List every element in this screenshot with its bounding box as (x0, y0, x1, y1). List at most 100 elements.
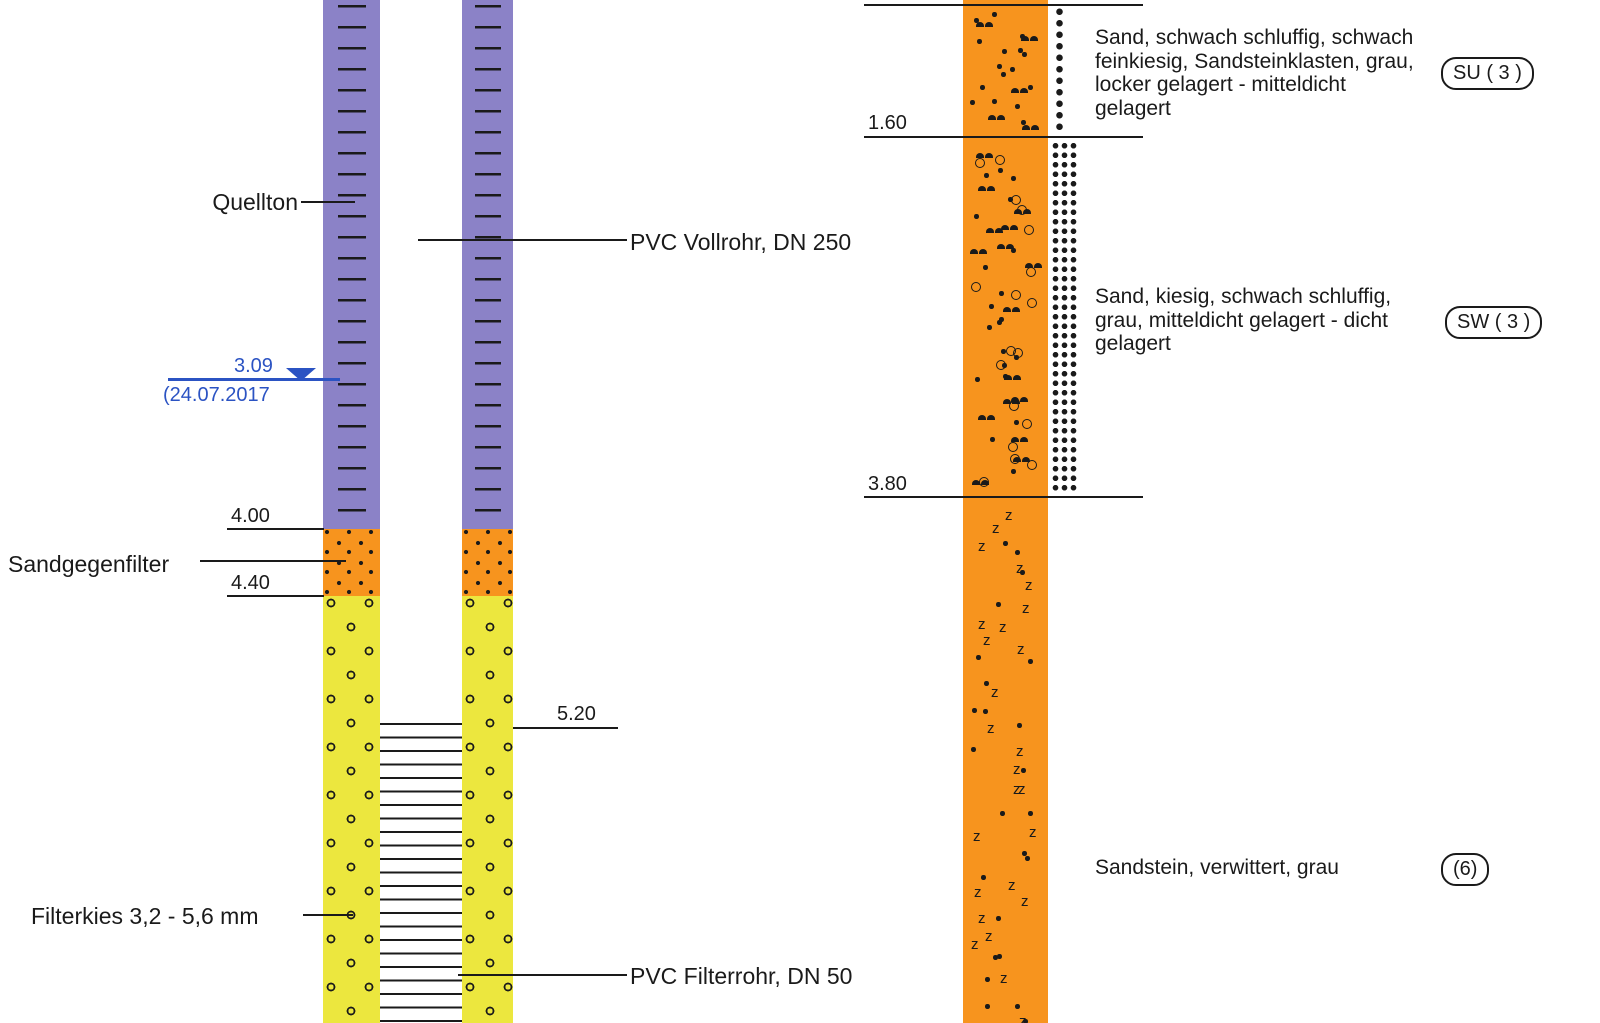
geology-symbol-dot (1001, 349, 1006, 354)
geology-symbol-dot (997, 64, 1002, 69)
sand-filter-band-right (462, 529, 513, 596)
layer-2-badge: SW ( 3 ) (1445, 306, 1543, 339)
depth-line-4-00 (227, 528, 324, 530)
filter-gravel-column-left (323, 596, 380, 1023)
geology-symbol-ring (1027, 460, 1037, 470)
geology-symbol-z: z (1025, 577, 1033, 594)
geology-symbol-dot (1008, 197, 1013, 202)
geology-symbol-ring (1022, 419, 1032, 429)
geology-symbol-dot (1011, 176, 1016, 181)
seal-column-left (323, 0, 380, 529)
geology-symbol-dot (1020, 570, 1025, 575)
leader-quellton (301, 201, 355, 203)
geology-symbol-dot (992, 12, 997, 17)
geology-symbol-z: z (978, 538, 986, 555)
depth-label-4-00: 4.00 (231, 505, 270, 527)
geology-symbol-dot (1015, 104, 1020, 109)
geology-symbol-ring (971, 282, 981, 292)
layer-3-description: Sandstein, verwittert, grau (1095, 856, 1339, 879)
geology-symbol-dot (975, 377, 980, 382)
geology-symbol-z: z (1013, 761, 1021, 778)
label-filterkies: Filterkies 3,2 - 5,6 mm (31, 903, 259, 929)
geology-symbol-dot (999, 317, 1004, 322)
geology-symbol-hump (1011, 88, 1028, 93)
geology-symbol-hump (976, 22, 993, 27)
seal-dash-pattern (337, 5, 366, 524)
geology-symbol-dot (1028, 659, 1033, 664)
geology-symbol-dot (1000, 811, 1005, 816)
filter-gravel-column-right (462, 596, 513, 1023)
geology-symbol-dot (1018, 48, 1023, 53)
geology-symbol-dot (992, 99, 997, 104)
geology-symbol-dot (996, 916, 1001, 921)
geology-symbol-dot (977, 39, 982, 44)
geology-symbol-ring (1011, 195, 1021, 205)
geology-symbol-z: z (974, 884, 982, 901)
geology-symbol-dot (1002, 49, 1007, 54)
geology-symbol-hump (1021, 36, 1038, 41)
geology-symbol-hump (978, 415, 995, 420)
geology-symbol-dot (974, 214, 979, 219)
geology-symbol-z: z (971, 936, 979, 953)
geology-symbol-z: z (991, 684, 999, 701)
water-level-value: 3.09 (234, 355, 273, 377)
leader-sandgegenfilter (200, 560, 346, 562)
geology-symbol-z: z (1017, 641, 1025, 658)
geology-symbol-ring (1009, 401, 1019, 411)
geology-symbol-dot (1014, 355, 1019, 360)
geology-symbol-dot (1021, 120, 1026, 125)
geology-symbol-z: z (992, 520, 1000, 537)
geology-symbol-hump (1011, 437, 1028, 442)
geology-symbol-z: z (1021, 893, 1029, 910)
geology-symbol-ring (995, 155, 1005, 165)
geology-symbol-ring (975, 158, 985, 168)
layer-boundary-1-60 (864, 136, 1143, 138)
geology-symbol-hump (1022, 125, 1039, 130)
geology-symbol-z: z (983, 632, 991, 649)
geology-symbol-hump (976, 153, 993, 158)
layer-1-badge: SU ( 3 ) (1441, 57, 1534, 90)
geology-symbol-dot (1021, 768, 1026, 773)
geology-symbol-z: z (1008, 877, 1016, 894)
label-quellton: Quellton (212, 189, 298, 215)
geology-symbol-ring (1026, 267, 1036, 277)
geology-symbol-hump (970, 249, 987, 254)
geology-symbol-hump (1001, 225, 1018, 230)
geology-symbol-z: z (973, 828, 981, 845)
geology-symbol-dot (1003, 541, 1008, 546)
geology-symbol-dot (987, 325, 992, 330)
geology-symbol-z: z (1022, 600, 1030, 617)
geology-symbol-z: z (999, 619, 1007, 636)
geology-symbol-ring (1017, 205, 1027, 215)
geology-symbol-z: z (1000, 970, 1008, 987)
depth-label-3-80: 3.80 (868, 473, 907, 495)
geology-symbol-dot (1014, 420, 1019, 425)
layer-boundary-top (864, 4, 1143, 6)
geology-symbol-ring (1011, 290, 1021, 300)
geology-symbol-z: z (978, 616, 986, 633)
geology-symbol-dot (1023, 1019, 1028, 1023)
geology-symbol-dot (983, 709, 988, 714)
geology-symbol-dot (1022, 52, 1027, 57)
geology-symbol-dot (990, 437, 995, 442)
geology-symbol-dot (972, 708, 977, 713)
water-level-date: (24.07.2017 (163, 384, 270, 406)
label-sandgegenfilter: Sandgegenfilter (8, 551, 170, 577)
geology-symbol-dot (985, 977, 990, 982)
dot-strip-layer-2 (1051, 141, 1078, 493)
geology-symbol-z: z (978, 910, 986, 927)
geology-symbol-z: z (1016, 743, 1024, 760)
geology-symbol-hump (1003, 307, 1020, 312)
geology-symbol-dot (1015, 550, 1020, 555)
layer-2-description: Sand, kiesig, schwach schluffig, grau, m… (1095, 285, 1392, 355)
geology-symbol-dot (984, 173, 989, 178)
geology-symbol-dot (985, 1004, 990, 1009)
depth-label-4-40: 4.40 (231, 572, 270, 594)
label-pvc-vollrohr: PVC Vollrohr, DN 250 (630, 229, 852, 255)
depth-label-1-60: 1.60 (868, 112, 907, 134)
seal-dash-pattern (474, 5, 501, 524)
geology-symbol-dot (980, 85, 985, 90)
geology-symbol-dot (997, 320, 1002, 325)
geology-symbol-hump (1004, 375, 1021, 380)
